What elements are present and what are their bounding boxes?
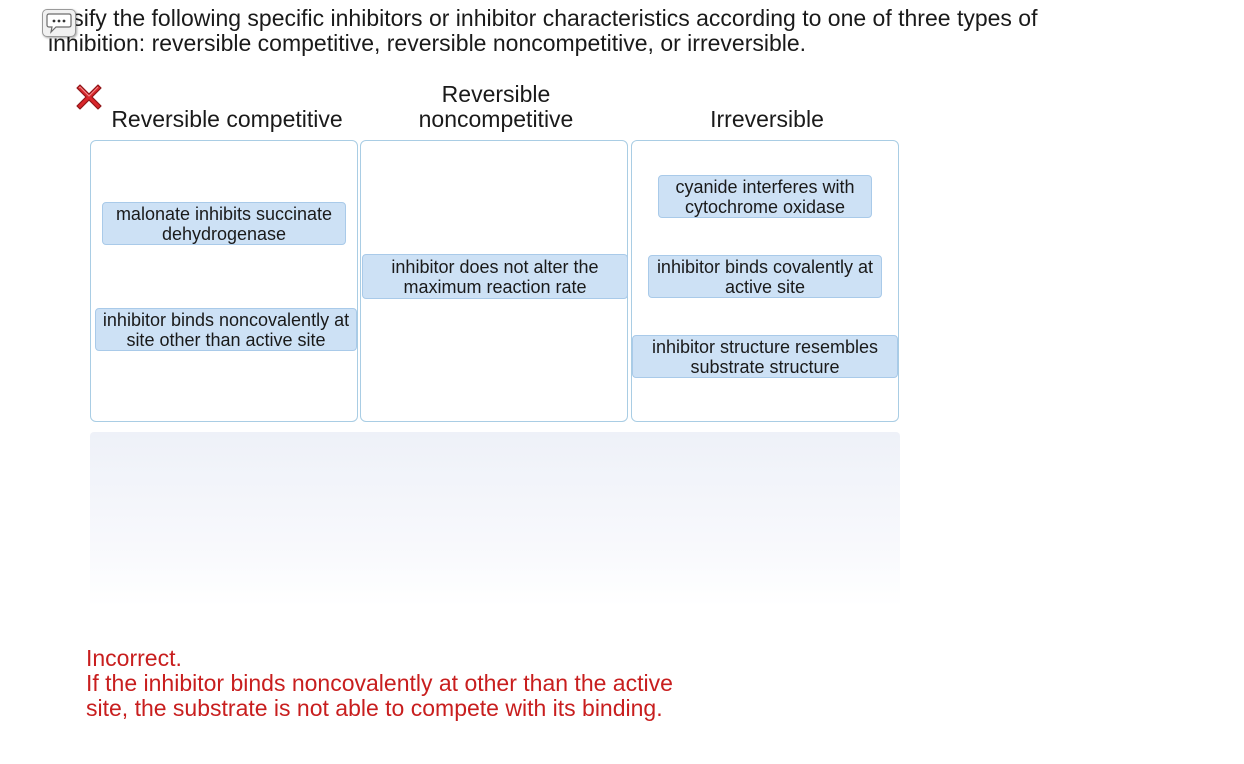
draggable-item-resembles-substrate[interactable]: inhibitor structure resembles substrate … bbox=[632, 335, 898, 378]
question-line-1: assify the following specific inhibitors… bbox=[48, 5, 1038, 31]
feedback-line-2: site, the substrate is not able to compe… bbox=[86, 695, 663, 721]
column-header-reversible-noncompetitive: Reversible noncompetitive bbox=[362, 82, 630, 132]
question-prompt: assify the following specific inhibitors… bbox=[48, 6, 1198, 56]
feedback-status: Incorrect. bbox=[86, 645, 182, 671]
draggable-item-cyanide[interactable]: cyanide interferes with cytochrome oxida… bbox=[658, 175, 872, 218]
column-header-reversible-competitive: Reversible competitive bbox=[111, 106, 343, 132]
draggable-item-noncovalent-site[interactable]: inhibitor binds noncovalently at site ot… bbox=[95, 308, 357, 351]
feedback-message: Incorrect. If the inhibitor binds noncov… bbox=[86, 646, 806, 721]
column-header-irreversible: Irreversible bbox=[710, 106, 824, 132]
item-tray[interactable] bbox=[90, 432, 900, 607]
dropzone-reversible-competitive[interactable] bbox=[90, 140, 358, 422]
incorrect-x-icon bbox=[72, 80, 106, 119]
draggable-item-covalent-active-site[interactable]: inhibitor binds covalently at active sit… bbox=[648, 255, 882, 298]
question-line-2: inhibition: reversible competitive, reve… bbox=[48, 30, 807, 56]
draggable-item-max-rate[interactable]: inhibitor does not alter the maximum rea… bbox=[362, 254, 628, 299]
speech-bubble-ellipsis-icon[interactable] bbox=[42, 9, 76, 37]
column-header-line-2: noncompetitive bbox=[418, 106, 574, 132]
column-header-line-1: Reversible bbox=[441, 81, 551, 107]
draggable-item-malonate[interactable]: malonate inhibits succinate dehydrogenas… bbox=[102, 202, 346, 245]
feedback-line-1: If the inhibitor binds noncovalently at … bbox=[86, 670, 673, 696]
